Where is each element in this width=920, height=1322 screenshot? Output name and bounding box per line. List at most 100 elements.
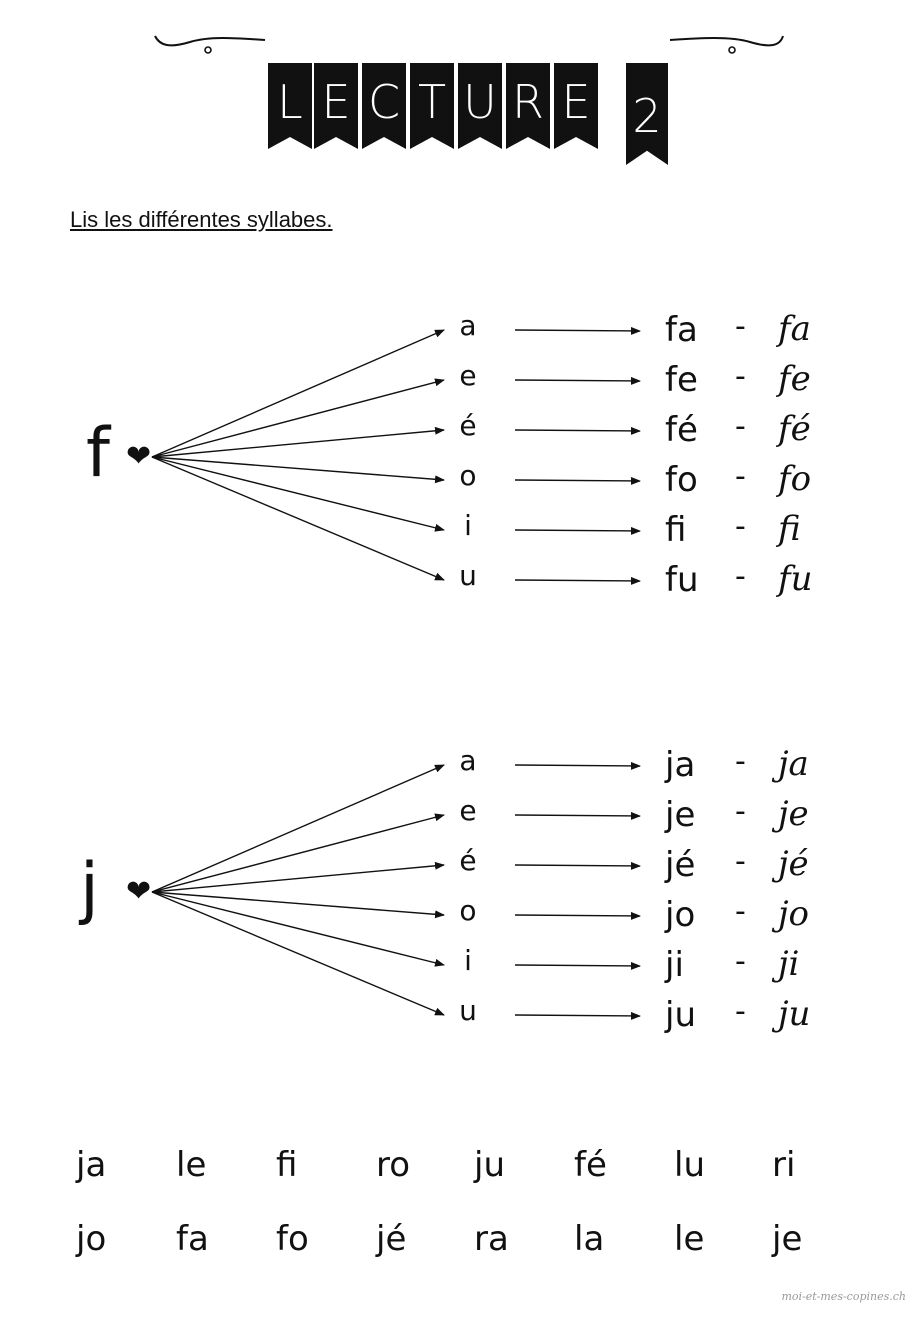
syllable-cursive: ja: [778, 744, 809, 784]
separator-dash: -: [735, 944, 746, 979]
row-arrow: [514, 811, 641, 820]
separator-dash: -: [735, 844, 746, 879]
vowel-letter: a: [459, 744, 477, 777]
syllable-cursive: fi: [778, 509, 801, 549]
syllable-print: je: [665, 795, 696, 835]
syllable-cursive: fa: [778, 309, 811, 349]
practice-syllable: ju: [474, 1145, 505, 1185]
practice-syllable: fé: [574, 1145, 607, 1185]
title-letter: E: [321, 75, 351, 129]
syllable-cursive: jo: [778, 894, 810, 934]
row-arrow: [514, 576, 641, 585]
practice-syllable: ro: [376, 1145, 411, 1185]
title-letter: T: [417, 75, 447, 129]
syllable-cursive: jé: [778, 844, 809, 884]
consonant-letter: j: [80, 849, 99, 928]
row-arrow: [514, 476, 641, 485]
practice-syllable: la: [574, 1219, 605, 1259]
row-arrow: [514, 861, 641, 870]
vowel-letter: u: [459, 559, 477, 592]
practice-syllable: le: [674, 1219, 705, 1259]
syllable-print: fé: [665, 410, 698, 450]
syllable-print: jé: [665, 845, 696, 885]
practice-syllable: lu: [674, 1145, 705, 1185]
row-arrow: [514, 526, 641, 535]
separator-dash: -: [735, 509, 746, 544]
fan-arrow: [151, 764, 445, 893]
title-pennant: C: [362, 63, 406, 149]
title-pennant: E: [314, 63, 358, 149]
separator-dash: -: [735, 994, 746, 1029]
practice-syllable: ra: [474, 1219, 509, 1259]
syllable-cursive: fo: [778, 459, 812, 499]
row-arrow: [514, 1011, 641, 1020]
row-arrow: [514, 426, 641, 435]
title-letter: U: [463, 75, 497, 129]
row-arrow: [514, 961, 641, 970]
vowel-letter: u: [459, 994, 477, 1027]
separator-dash: -: [735, 409, 746, 444]
separator-dash: -: [735, 309, 746, 344]
title-pennant: R: [506, 63, 550, 149]
separator-dash: -: [735, 459, 746, 494]
fan-arrow: [151, 813, 445, 893]
instruction-text: Lis les différentes syllabes.: [70, 207, 333, 232]
syllable-print: fo: [665, 460, 698, 500]
fan-arrow: [151, 891, 445, 967]
fan-arrow: [151, 456, 445, 532]
title-pennant: E: [554, 63, 598, 149]
vowel-letter: a: [459, 309, 477, 342]
fan-arrow: [151, 891, 445, 1016]
practice-syllable: ja: [76, 1145, 107, 1185]
consonant-letter: f: [86, 414, 110, 493]
row-arrow: [514, 761, 641, 770]
syllable-cursive: fu: [778, 559, 813, 599]
vowel-letter: e: [459, 794, 477, 827]
practice-syllable: je: [772, 1219, 803, 1259]
syllable-print: fa: [665, 310, 698, 350]
fan-arrow: [151, 329, 445, 458]
vowel-letter: i: [464, 509, 472, 542]
fan-arrow: [151, 378, 445, 458]
fan-arrow: [151, 891, 445, 919]
vowel-letter: o: [459, 894, 477, 927]
title-pennant: U: [458, 63, 502, 149]
fan-arrow: [151, 861, 445, 893]
footer-credit: moi-et-mes-copines.ch: [781, 1290, 906, 1303]
row-arrow: [514, 326, 641, 335]
row-arrow: [514, 376, 641, 385]
title-pennant: L: [268, 63, 312, 149]
practice-syllable: jé: [376, 1219, 407, 1259]
practice-syllable: le: [176, 1145, 207, 1185]
syllable-print: ja: [665, 745, 696, 785]
banner-string: [154, 35, 784, 54]
fan-arrow: [151, 456, 445, 484]
vowel-letter: é: [459, 409, 477, 442]
title-pennant: T: [410, 63, 454, 149]
heart-icon: ❤: [126, 874, 152, 909]
fan-arrow: [151, 456, 445, 581]
syllable-print: jo: [665, 895, 696, 935]
separator-dash: -: [735, 744, 746, 779]
separator-dash: -: [735, 359, 746, 394]
syllable-print: ju: [665, 995, 696, 1035]
syllable-cursive: fé: [778, 409, 811, 449]
fan-arrow: [151, 426, 445, 458]
separator-dash: -: [735, 894, 746, 929]
separator-dash: -: [735, 794, 746, 829]
title-number-pennant: 2: [626, 63, 668, 165]
title-number: 2: [632, 89, 662, 143]
practice-syllable: jo: [76, 1219, 107, 1259]
syllable-print: fi: [665, 510, 687, 550]
vowel-letter: e: [459, 359, 477, 392]
syllable-print: fu: [665, 560, 699, 600]
vowel-letter: é: [459, 844, 477, 877]
practice-syllable: fi: [276, 1145, 298, 1185]
title-letter: L: [277, 75, 303, 129]
vowel-letter: o: [459, 459, 477, 492]
practice-syllable: fa: [176, 1219, 209, 1259]
syllable-cursive: ji: [778, 944, 800, 984]
separator-dash: -: [735, 559, 746, 594]
